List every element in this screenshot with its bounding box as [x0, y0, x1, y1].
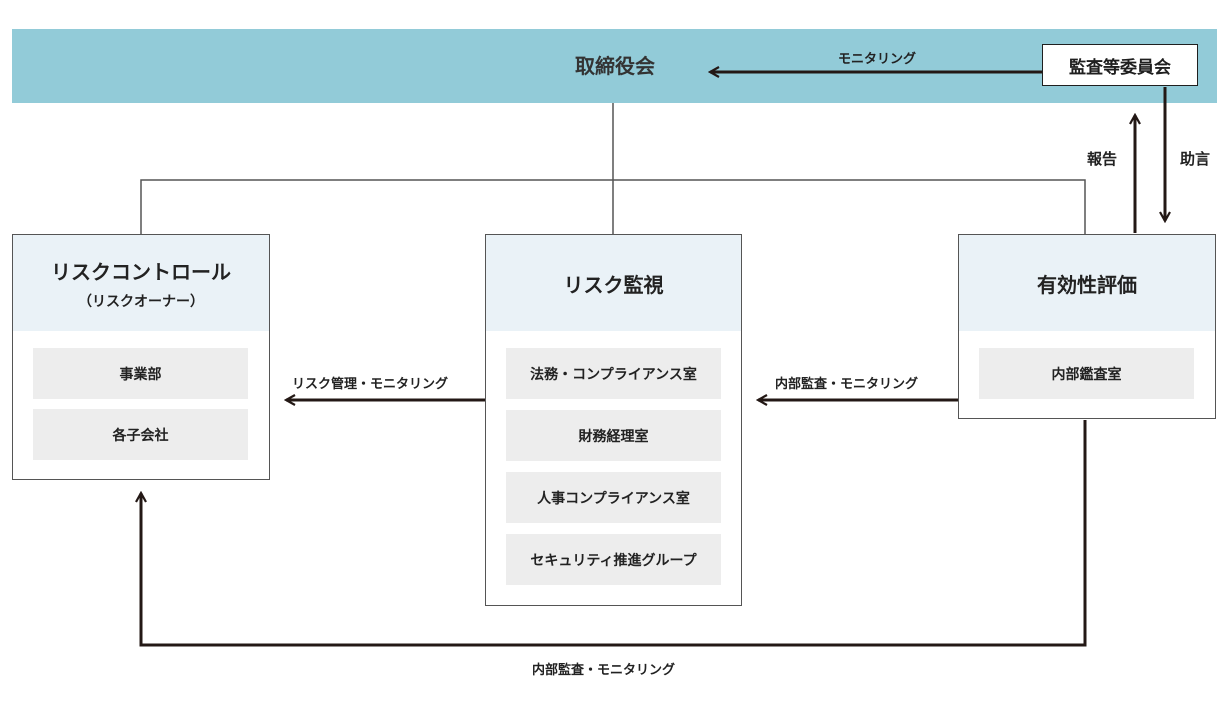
risk-monitoring-panel: リスク監視 法務・コンプライアンス室 財務経理室 人事コンプライアンス室 セキュ…: [485, 234, 742, 606]
effectiveness-header: 有効性評価: [959, 235, 1215, 331]
risk-monitoring-header: リスク監視: [486, 235, 741, 331]
board-title: 取締役会: [575, 54, 655, 78]
risk-control-item: 各子会社: [33, 409, 248, 460]
risk-monitoring-item: 法務・コンプライアンス室: [506, 348, 721, 399]
internal-audit-monitoring-bottom-label: 内部監査・モニタリング: [532, 663, 676, 678]
advice-label: 助言: [1180, 150, 1211, 168]
board-banner: [12, 29, 1217, 103]
risk-monitoring-item: 人事コンプライアンス室: [506, 472, 721, 523]
risk-monitoring-item: セキュリティ推進グループ: [506, 534, 721, 585]
monitoring-top-label: モニタリング: [838, 52, 917, 67]
risk-monitoring-item: 財務経理室: [506, 410, 721, 461]
risk-control-header: リスクコントロール （リスクオーナー）: [13, 235, 269, 331]
audit-committee-box: 監査等委員会: [1042, 44, 1198, 86]
risk-control-title: リスクコントロール: [51, 259, 231, 284]
risk-control-item: 事業部: [33, 348, 248, 399]
risk-control-panel: リスクコントロール （リスクオーナー） 事業部 各子会社: [12, 234, 270, 480]
risk-mgmt-monitoring-label: リスク管理・モニタリング: [292, 377, 449, 392]
internal-audit-bottom-arrow: [141, 420, 1087, 647]
internal-audit-monitoring-mid-label: 内部監査・モニタリング: [775, 377, 919, 392]
effectiveness-title: 有効性評価: [1037, 272, 1137, 297]
effectiveness-panel: 有効性評価 内部鑑査室: [958, 234, 1216, 419]
risk-monitoring-title: リスク監視: [563, 272, 664, 297]
tree-horizontal-line: [140, 179, 1086, 235]
risk-control-subtitle: （リスクオーナー）: [78, 293, 204, 310]
report-label: 報告: [1087, 150, 1118, 168]
effectiveness-item: 内部鑑査室: [979, 348, 1194, 399]
